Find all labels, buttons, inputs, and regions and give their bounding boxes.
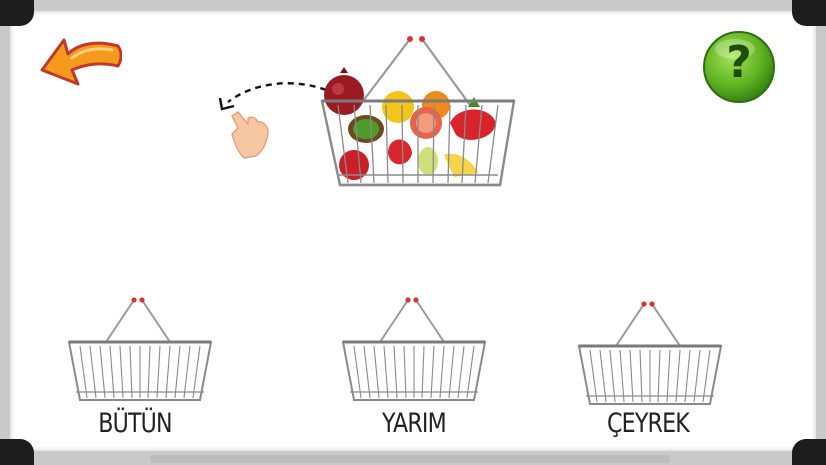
target-label-butun: BÜTÜN [98,408,172,439]
frame-corner-top-left [0,0,34,26]
back-arrow-icon [40,38,122,86]
empty-basket-icon [341,297,487,401]
target-basket-yarim[interactable] [340,296,488,404]
empty-basket-icon [67,297,213,401]
empty-basket-icon [577,301,723,405]
help-glyph: ? [726,37,752,88]
target-label-yarim: YARIM [382,408,447,439]
marker-tray [150,455,670,463]
fruit-basket-icon [320,36,516,187]
frame-corner-top-right [792,0,826,26]
back-button[interactable] [38,32,122,92]
target-basket-ceyrek[interactable] [576,300,724,408]
source-fruit-basket[interactable] [318,35,518,195]
target-basket-butun[interactable] [66,296,214,404]
question-mark-icon [703,31,775,103]
help-button[interactable]: ? [701,29,777,105]
drag-hint [214,78,334,160]
swipe-hand-icon [218,82,327,159]
target-label-ceyrek: ÇEYREK [607,408,690,439]
frame-corner-bottom-right [792,439,826,465]
frame-corner-bottom-left [0,439,34,465]
